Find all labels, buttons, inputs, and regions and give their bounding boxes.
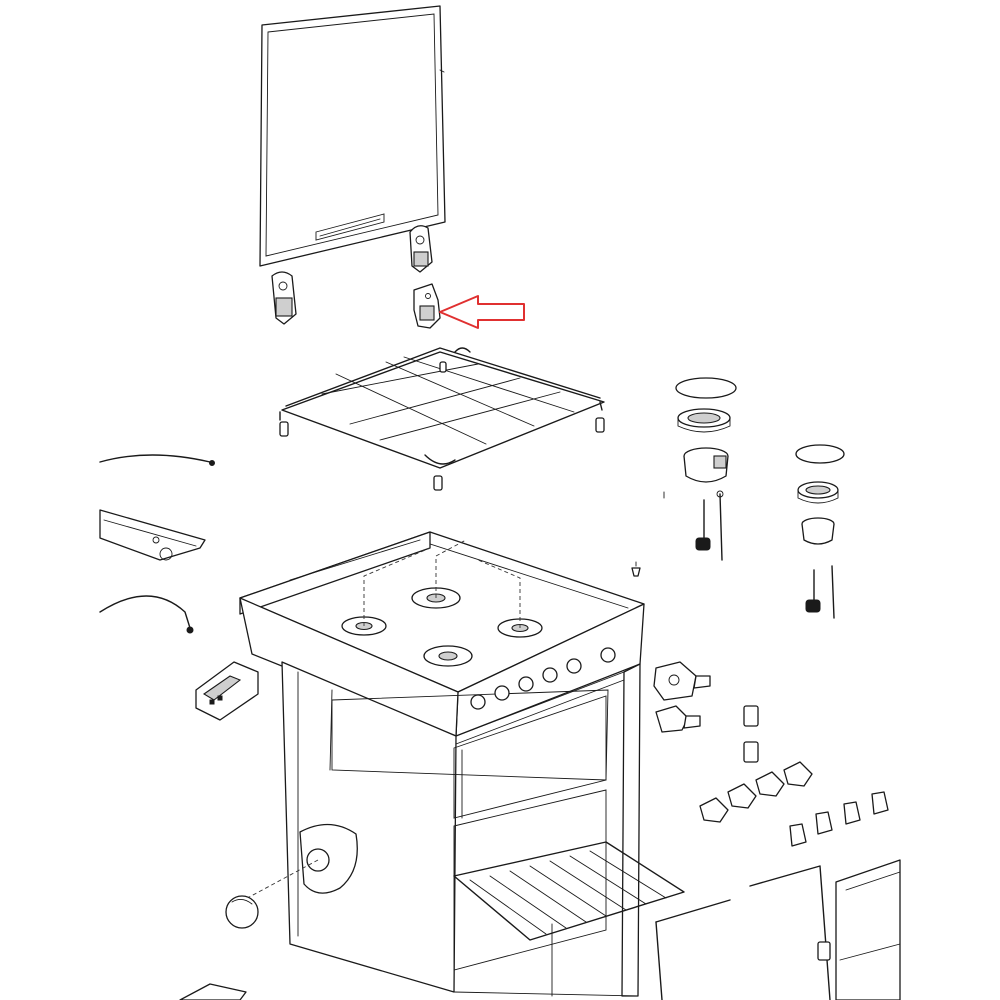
panel-knob-positions bbox=[470, 647, 616, 710]
hinge-bracket-highlighted[interactable] bbox=[413, 283, 441, 329]
oven-lamp[interactable] bbox=[225, 895, 259, 929]
indicator-arrow bbox=[439, 295, 525, 329]
burner-base-small[interactable] bbox=[801, 517, 835, 545]
glass-lid[interactable] bbox=[259, 5, 446, 267]
valve-row[interactable] bbox=[699, 761, 813, 823]
burner-crown-small[interactable] bbox=[797, 481, 839, 504]
ignition-module[interactable] bbox=[195, 661, 259, 721]
door-hinge-clip[interactable] bbox=[817, 941, 831, 961]
grid-feet bbox=[279, 361, 605, 491]
burner-cap-small[interactable] bbox=[795, 444, 845, 464]
hob-burner-positions bbox=[341, 539, 543, 667]
oven-rack[interactable] bbox=[453, 841, 685, 997]
pan-support-grid[interactable] bbox=[279, 347, 605, 469]
oven-rear-cover bbox=[239, 823, 358, 903]
bottom-tray-fragment bbox=[179, 983, 247, 1000]
side-bracket[interactable] bbox=[99, 509, 206, 561]
switches[interactable] bbox=[743, 705, 759, 763]
oven-door-outer[interactable] bbox=[835, 859, 901, 1000]
spark-electrode-small[interactable] bbox=[805, 565, 835, 619]
safety-valve[interactable] bbox=[655, 705, 701, 733]
spark-electrode-large[interactable] bbox=[695, 490, 724, 561]
burner-cap-large[interactable] bbox=[675, 377, 737, 399]
burner-base-large[interactable] bbox=[683, 447, 729, 483]
hinge-left[interactable] bbox=[271, 271, 297, 325]
oven-door-glass[interactable] bbox=[655, 865, 831, 1000]
thermostat-valve[interactable] bbox=[653, 661, 711, 701]
thermocouple-cable-upper bbox=[99, 454, 215, 466]
hinge-upper-right[interactable] bbox=[409, 225, 433, 273]
cooker-body[interactable] bbox=[239, 531, 645, 997]
burner-crown-large[interactable] bbox=[677, 408, 731, 433]
screw bbox=[631, 561, 641, 577]
control-knobs[interactable] bbox=[789, 791, 889, 847]
thermocouple-cable-lower bbox=[99, 595, 194, 634]
